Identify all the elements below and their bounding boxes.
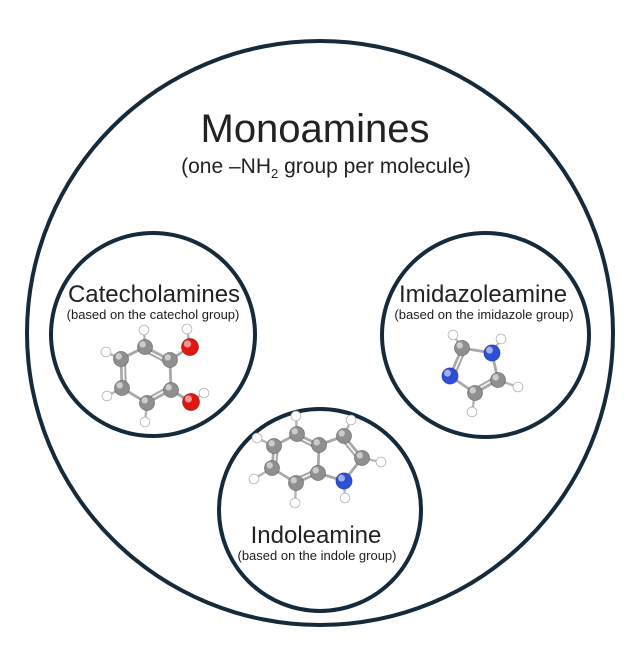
- carbon-atom: [336, 427, 353, 444]
- nitrogen-atom: [483, 344, 501, 362]
- hydrogen-atom: [512, 381, 524, 393]
- carbon-atom: [163, 382, 180, 399]
- hydrogen-atom: [466, 406, 478, 418]
- hydrogen-atom: [495, 333, 507, 345]
- indoleamine-label: Indoleamine: [250, 522, 382, 549]
- carbon-atom: [112, 350, 129, 367]
- carbon-atom: [113, 380, 130, 397]
- carbon-atom: [289, 425, 306, 442]
- nitrogen-atom: [441, 367, 459, 385]
- hydrogen-atom: [139, 416, 151, 428]
- carbon-atom: [354, 450, 371, 467]
- nitrogen-atom: [335, 472, 353, 490]
- diagram-subtitle: (one –NH2 group per molecule): [181, 156, 471, 180]
- carbon-atom: [288, 475, 305, 492]
- carbon-atom: [263, 460, 280, 477]
- indoleamine-circle: [217, 407, 423, 613]
- indoleamine-note: (based on the indole group): [237, 548, 397, 563]
- hydrogen-atom: [248, 473, 260, 485]
- hydrogen-atom: [375, 456, 387, 468]
- carbon-atom: [139, 395, 156, 412]
- indole-molecule-image: [248, 410, 387, 509]
- subtitle-subscript: 2: [271, 166, 279, 182]
- hydrogen-atom: [251, 432, 263, 444]
- hydrogen-atom: [100, 346, 112, 358]
- carbon-atom: [137, 338, 154, 355]
- hydrogen-atom: [101, 390, 113, 402]
- hydrogen-atom: [198, 387, 210, 399]
- carbon-atom: [162, 352, 179, 369]
- catecholamines-note: (based on the catechol group): [66, 307, 240, 322]
- hydrogen-atom: [181, 323, 193, 335]
- carbon-atom: [265, 438, 282, 455]
- hydrogen-atom: [289, 497, 301, 509]
- oxygen-atom: [181, 337, 200, 357]
- diagram-title: Monoamines: [200, 107, 430, 151]
- carbon-atom: [311, 437, 328, 454]
- imidazoleamine-note: (based on the imidazole group): [394, 307, 574, 322]
- carbon-atom: [453, 339, 470, 356]
- carbon-atom: [467, 385, 484, 402]
- hydrogen-atom: [138, 324, 150, 336]
- hydrogen-atom: [290, 410, 302, 422]
- subtitle-suffix: group per molecule): [278, 155, 471, 178]
- imidazole-molecule-image: [441, 329, 524, 418]
- hydrogen-atom: [339, 492, 351, 504]
- catechol-molecule-image: [100, 323, 210, 428]
- hydrogen-atom: [447, 329, 459, 341]
- imidazoleamine-label: Imidazoleamine: [398, 281, 568, 308]
- subtitle-prefix: (one –NH: [181, 155, 272, 178]
- oxygen-atom: [182, 393, 201, 412]
- carbon-atom: [310, 465, 327, 482]
- catecholamines-label: Catecholamines: [67, 281, 241, 308]
- carbon-atom: [490, 372, 507, 389]
- hydrogen-atom: [345, 414, 357, 426]
- imidazoleamine-circle: [380, 231, 591, 439]
